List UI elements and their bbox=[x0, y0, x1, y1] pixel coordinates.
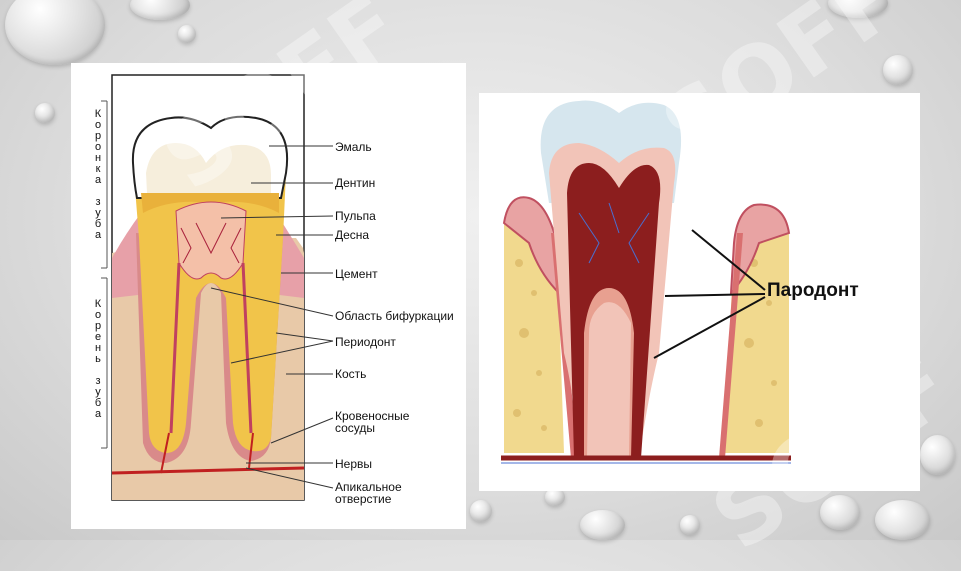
tooth-structure-illustration bbox=[101, 74, 334, 501]
water-drop-decoration bbox=[470, 500, 492, 522]
label-cement: Цемент bbox=[335, 267, 378, 281]
periodontium-diagram: Пародонт bbox=[479, 93, 920, 491]
tooth-structure-diagram: Коронка зуба Корень зуба Эмаль Дентин Пу… bbox=[71, 63, 466, 529]
water-drop-decoration bbox=[883, 55, 913, 85]
label-gum: Десна bbox=[335, 228, 370, 242]
root-vertical-label: Корень зуба bbox=[92, 298, 104, 448]
label-bone: Кость bbox=[335, 367, 367, 381]
water-drop-decoration bbox=[130, 0, 190, 20]
water-drop-decoration bbox=[920, 435, 955, 475]
water-drop-decoration bbox=[178, 25, 196, 43]
label-nerves: Нервы bbox=[335, 457, 373, 471]
crown-vertical-label: Коронка зуба bbox=[92, 108, 104, 268]
label-periodont: Периодонт bbox=[335, 335, 396, 349]
label-dentin: Дентин bbox=[335, 176, 376, 190]
label-enamel: Эмаль bbox=[335, 140, 372, 154]
label-apical-line2: отверстие bbox=[335, 492, 392, 506]
water-drop-decoration bbox=[580, 510, 625, 540]
water-drop-decoration bbox=[545, 488, 565, 506]
periodontium-illustration bbox=[501, 100, 791, 464]
root-label-text: Корень зуба bbox=[92, 298, 104, 419]
crown-label-text: Коронка зуба bbox=[92, 108, 104, 240]
label-parodont: Пародонт bbox=[767, 280, 859, 301]
water-drop-decoration bbox=[875, 500, 930, 540]
label-apical-line1: Апикальное bbox=[335, 480, 402, 494]
water-drop-decoration bbox=[820, 495, 860, 530]
label-bifurcation: Область бифуркации bbox=[335, 309, 454, 323]
water-drop-decoration bbox=[828, 0, 888, 18]
water-drop-decoration bbox=[35, 103, 55, 123]
label-vessels-line2: сосуды bbox=[335, 421, 376, 435]
water-drop-decoration bbox=[680, 515, 700, 535]
water-drop-decoration bbox=[5, 0, 105, 65]
label-pulp: Пульпа bbox=[335, 209, 376, 223]
label-vessels-line1: Кровеносные bbox=[335, 409, 410, 423]
